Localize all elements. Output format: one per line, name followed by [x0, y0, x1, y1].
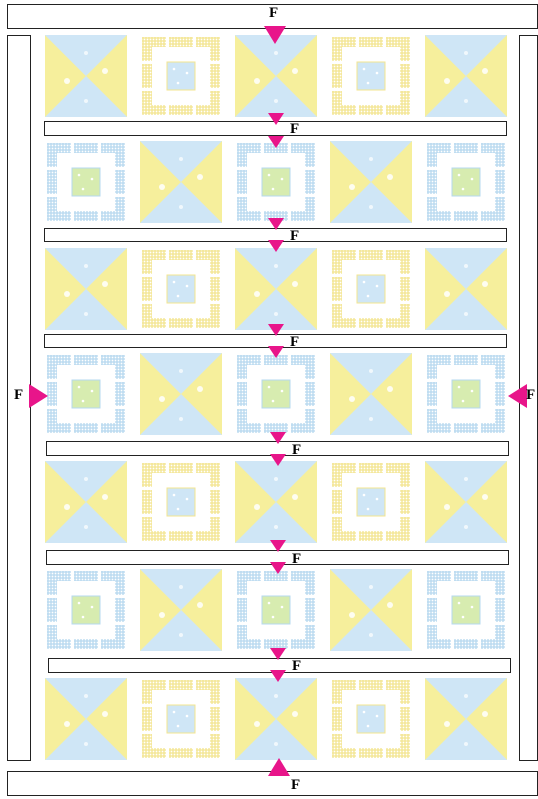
- left-marker-arrow-icon: [29, 384, 48, 408]
- sashing-6-label: F: [292, 659, 301, 674]
- pinwheel-block: [235, 35, 317, 117]
- right-marker-label: F: [526, 388, 535, 403]
- pinwheel-block: [330, 141, 412, 223]
- top-marker-arrow-icon: [264, 26, 286, 44]
- sashing-6-arrow-bottom-icon: [270, 670, 286, 682]
- sashing-4-arrow-top-icon: [270, 432, 286, 444]
- bottom-marker-label: F: [291, 778, 300, 793]
- sashing-5-label: F: [292, 552, 301, 567]
- pinwheel-block: [425, 461, 507, 543]
- sashing-4-arrow-bottom-icon: [270, 454, 286, 466]
- square-block: [425, 569, 507, 651]
- pinwheel-block: [235, 461, 317, 543]
- top-marker-label: F: [269, 6, 278, 21]
- sashing-2-label: F: [290, 229, 299, 244]
- sashing-3-arrow-top-icon: [268, 324, 284, 336]
- square-block: [425, 353, 507, 435]
- pinwheel-block: [45, 461, 127, 543]
- square-block: [235, 353, 317, 435]
- sashing-5-arrow-top-icon: [270, 540, 286, 552]
- pinwheel-block: [425, 35, 507, 117]
- pinwheel-block: [45, 35, 127, 117]
- pinwheel-block: [425, 248, 507, 330]
- square-block: [330, 248, 412, 330]
- sashing-3-label: F: [290, 335, 299, 350]
- pinwheel-block: [140, 353, 222, 435]
- pinwheel-block: [425, 678, 507, 760]
- square-block: [140, 678, 222, 760]
- square-block: [330, 35, 412, 117]
- pinwheel-block: [330, 569, 412, 651]
- sashing-3-arrow-bottom-icon: [268, 346, 284, 358]
- square-block: [330, 461, 412, 543]
- sashing-2-arrow-top-icon: [268, 218, 284, 230]
- sashing-6-arrow-top-icon: [270, 648, 286, 660]
- right-marker-arrow-icon: [508, 384, 527, 408]
- square-block: [235, 569, 317, 651]
- square-block: [235, 141, 317, 223]
- sashing-4-label: F: [292, 443, 301, 458]
- pinwheel-block: [330, 353, 412, 435]
- square-block: [425, 141, 507, 223]
- pinwheel-block: [45, 678, 127, 760]
- square-block: [330, 678, 412, 760]
- pinwheel-block: [45, 248, 127, 330]
- pinwheel-block: [140, 569, 222, 651]
- sashing-5-arrow-bottom-icon: [270, 562, 286, 574]
- pinwheel-block: [235, 678, 317, 760]
- sashing-1-arrow-top-icon: [268, 113, 284, 125]
- square-block: [45, 569, 127, 651]
- pinwheel-block: [140, 141, 222, 223]
- square-block: [140, 248, 222, 330]
- sashing-1-arrow-bottom-icon: [268, 136, 284, 148]
- bottom-marker-arrow-icon: [268, 758, 290, 776]
- left-marker-label: F: [14, 388, 23, 403]
- pinwheel-block: [235, 248, 317, 330]
- square-block: [45, 353, 127, 435]
- sashing-2-arrow-bottom-icon: [268, 240, 284, 252]
- square-block: [140, 461, 222, 543]
- sashing-1-label: F: [290, 122, 299, 137]
- square-block: [140, 35, 222, 117]
- square-block: [45, 141, 127, 223]
